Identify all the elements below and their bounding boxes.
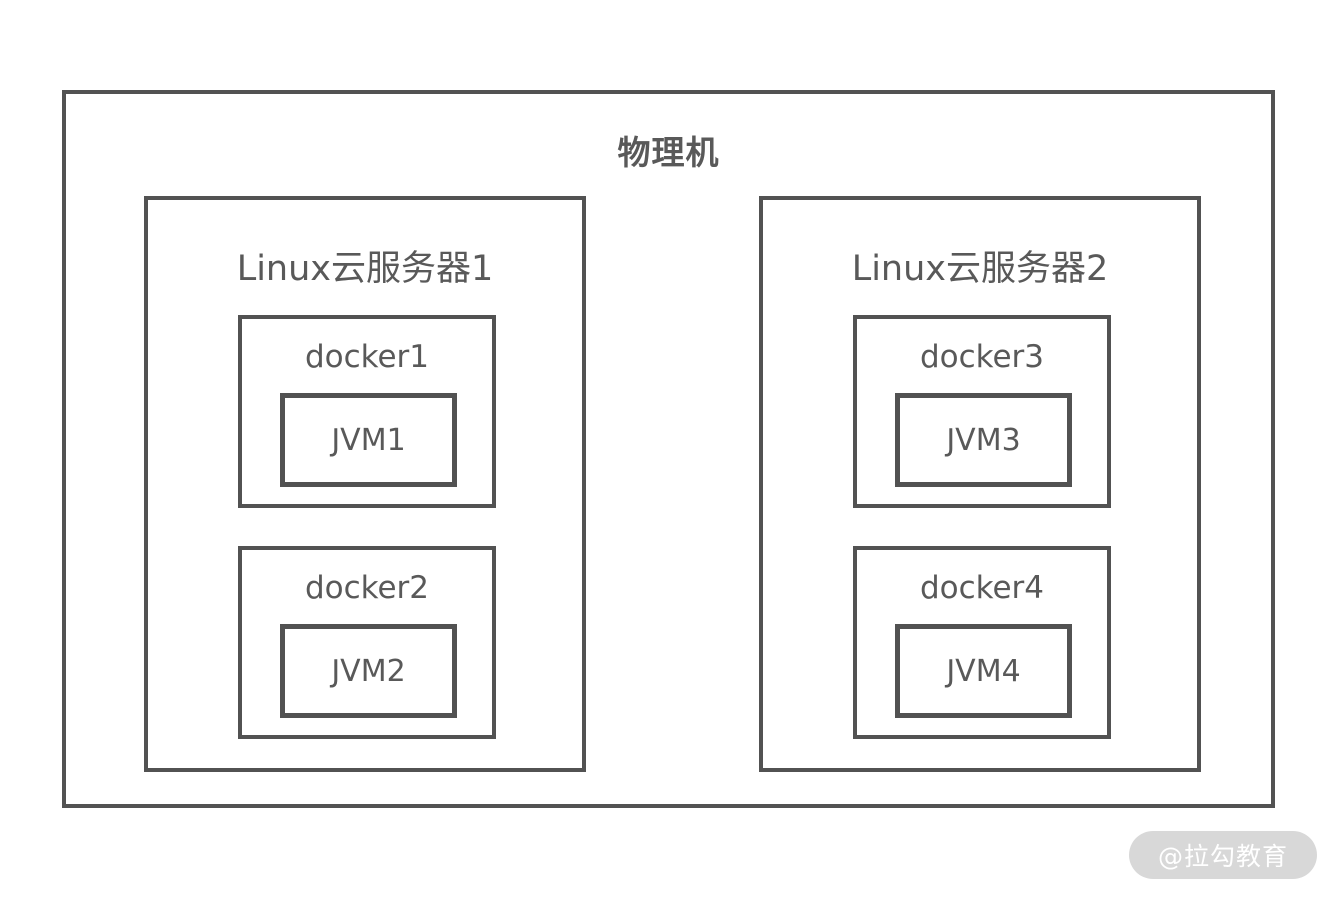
docker-1-title: docker1 (304, 339, 430, 375)
jvm-box-1: JVM1 (280, 393, 457, 487)
docker-box-1: docker1 JVM1 (238, 315, 496, 508)
watermark-badge: @拉勾教育 (1129, 831, 1317, 879)
jvm-box-4: JVM4 (895, 624, 1072, 718)
docker-4-title: docker4 (919, 570, 1045, 606)
docker-2-title: docker2 (304, 570, 430, 606)
docker-3-title: docker3 (919, 339, 1045, 375)
physical-machine-box: 物理机 Linux云服务器1 docker1 JVM1 docker2 JVM2… (62, 90, 1275, 808)
docker-box-2: docker2 JVM2 (238, 546, 496, 739)
jvm-box-3: JVM3 (895, 393, 1072, 487)
physical-machine-title: 物理机 (617, 133, 720, 172)
server-box-2: Linux云服务器2 docker3 JVM3 docker4 JVM4 (759, 196, 1201, 772)
docker-box-4: docker4 JVM4 (853, 546, 1111, 739)
docker-box-3: docker3 JVM3 (853, 315, 1111, 508)
server-2-title: Linux云服务器2 (851, 249, 1109, 289)
server-1-title: Linux云服务器1 (236, 249, 494, 289)
jvm-box-2: JVM2 (280, 624, 457, 718)
server-box-1: Linux云服务器1 docker1 JVM1 docker2 JVM2 (144, 196, 586, 772)
